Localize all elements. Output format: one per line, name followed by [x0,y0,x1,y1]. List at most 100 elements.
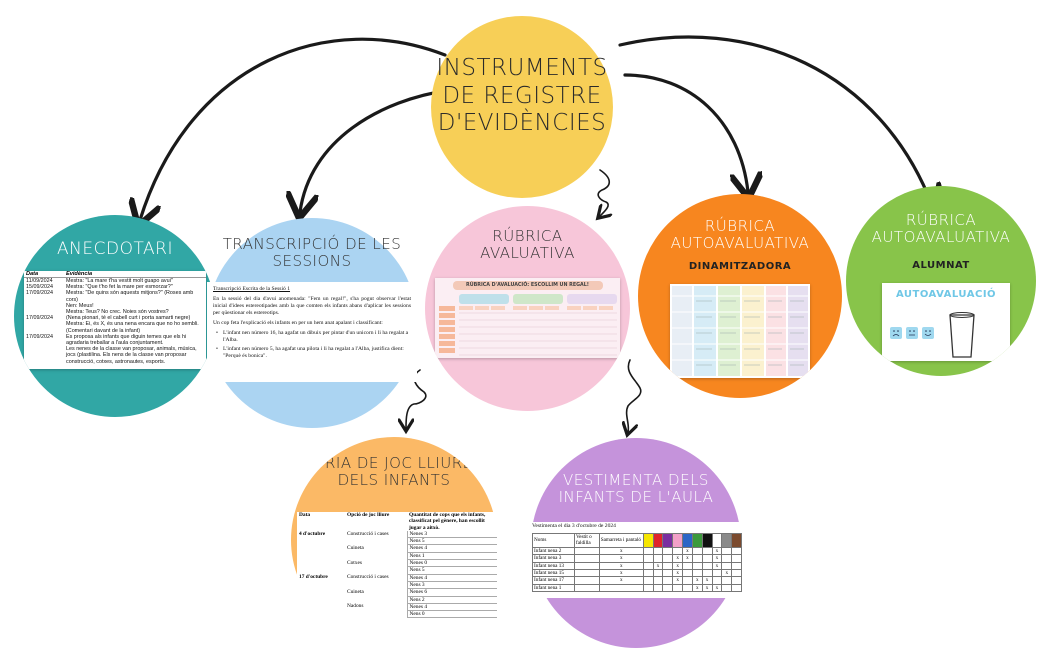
mark-cell [652,554,664,563]
cell [345,567,407,574]
anecdotari-header-date: Data [24,271,64,278]
alumnat-title-line1: RÚBRICA [905,211,977,229]
center-title: INSTRUMENTS DE REGISTRE D'EVIDÈNCIES [431,55,613,138]
table-row: Cuineta Nenes 4 [297,544,497,553]
mark-cell: x [598,569,644,578]
color-swatch [731,533,742,548]
mark-cell: x [652,561,664,571]
mark-cell [662,569,674,578]
transcripcio-document: Transcripció Escrita de la Sessió 1 En l… [207,282,417,382]
infant-name: Infant nena 15 [532,569,575,578]
mark-cell [701,569,713,578]
color-swatch [652,533,664,548]
alumnat-circle: RÚBRICA AUTOAVALUATIVA ALUMNAT AUTOAVALU… [846,186,1036,376]
color-swatch [691,533,703,548]
vest-header-dress: Vestit o faldilla [573,533,600,548]
cell [297,581,345,588]
arrow-to-transcripcio [300,88,452,212]
mark-cell [682,569,693,578]
mark-cell [711,576,723,585]
mark-cell [642,561,654,571]
alumnat-subtitle: ALUMNAT [912,260,970,271]
cell [297,611,345,618]
mark-cell [731,583,742,593]
mark-cell: x [672,561,684,571]
cell [345,538,407,545]
tria-header-option: Opció de joc lliure [347,512,390,518]
mark-cell: x [598,546,644,556]
dinamitzadora-subtitle: DINAMITZADORA [688,261,792,272]
cell [297,589,345,596]
mark-cell: x [598,576,644,585]
mark-cell [573,576,600,585]
mark-cell [721,554,733,563]
cell: (Nena pionari, té el cabell curt i porta… [66,315,191,322]
dinamitzadora-title-line2: AUTOAVALUATIVA [670,233,810,252]
rubrica-grid [439,294,617,356]
color-swatch [662,533,674,548]
cell: Nenes 4 [406,574,497,582]
cell: Mestra: Teus? No crec. Noies són vostres… [66,309,169,316]
squiggle-to-tria [406,369,427,428]
cell: Nenes 3 [406,530,497,539]
cell: Nenes 4 [406,544,497,553]
cell [297,567,345,574]
infant-name: Infant nena 17 [532,576,575,585]
anecdotari-header-evidence: Evidència [64,271,206,278]
table-row: Les nenes de la classe van proposar, ani… [24,346,206,365]
mark-cell: x [672,554,684,563]
mark-cell: x [598,554,644,563]
table-row: 17/09/2024(Nena pionari, té el cabell cu… [24,315,206,321]
mark-cell: x [691,576,703,585]
color-swatch [642,533,654,548]
cell [297,560,345,567]
mark-cell: x [701,576,713,585]
cell: 17/09/2024 [26,290,53,297]
transcripcio-bullet2: •L'infant nen número 5, ha agafat una pi… [216,346,404,359]
mark-cell [731,546,742,556]
cell: Cuineta [347,544,364,551]
cell: Mestra: "De quins són aquests mitjons?" … [66,290,194,303]
cell: Nenes 0 [406,559,497,568]
dinamitzadora-rubric-grid [672,286,808,376]
transcripcio-bullet1: •L'infant nen número 16, ha agafat un di… [216,330,409,343]
arrow-to-anecdotari [140,37,447,220]
mark-cell [731,554,742,563]
cell: 15/09/2024 [26,284,53,291]
dinamitzadora-rubric-card [670,284,810,378]
transcripcio-heading: Transcripció Escrita de la Sessió 1 [213,286,291,292]
cell: Cotxes [347,559,362,566]
table-row: 17/09/2024 Mestra: "De quins són aquests … [24,290,206,302]
cell [345,596,407,603]
center-circle [431,16,613,198]
alumnat-card: AUTOAVALUACIÓ [882,283,1010,361]
cell [345,611,407,618]
mark-cell [662,576,674,585]
rubrica-avaluativa-title-line1: RÚBRICA [492,227,563,245]
cell: Nens 5 [406,566,497,575]
cell [297,552,345,559]
rubrica-avaluativa-title: RÚBRICA AVALUATIVA [425,228,630,261]
dinamitzadora-title: RÚBRICA AUTOAVALUATIVA [638,218,842,251]
mark-cell [573,546,600,556]
mark-cell [672,583,684,593]
cell: Nen: Meus! [66,302,94,309]
cell [345,581,407,588]
mark-cell: x [711,554,723,563]
table-row: Mestra: Teus? No crec. Noies són vostres… [24,309,206,315]
cell: Nens 1 [406,552,497,561]
color-swatch [721,533,733,548]
mark-cell [721,576,733,585]
mark-cell [662,583,674,593]
vest-header-names: Noms [532,533,575,548]
mark-cell: x [691,583,703,593]
